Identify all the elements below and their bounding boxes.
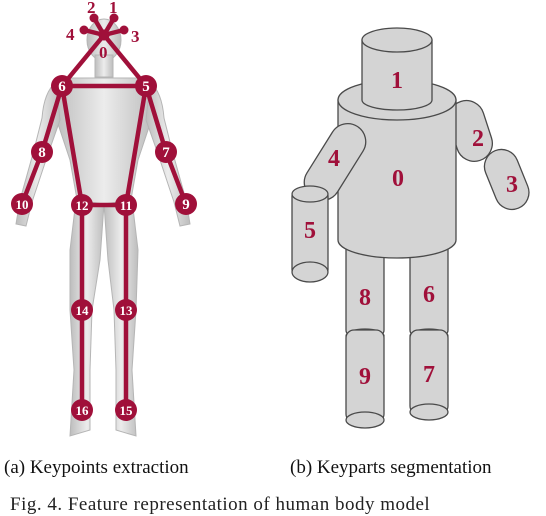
keypoint-15 [115, 399, 137, 421]
keypoint-7 [155, 141, 177, 163]
keypoint-3 [119, 25, 129, 35]
keypoint-5 [135, 75, 157, 97]
keypoint-label-2: 2 [87, 0, 96, 17]
keypart-label-0: 0 [392, 166, 404, 192]
keypoint-13 [115, 299, 137, 321]
silhouette-torso [53, 77, 155, 206]
keypoint-14 [71, 299, 93, 321]
keypoint-label-3: 3 [131, 27, 140, 46]
keypoint-1 [109, 13, 119, 23]
keypart-labels: 0 1 2 3 4 5 6 7 8 9 [304, 68, 518, 390]
keypart-3 [483, 148, 530, 211]
keypoint-0 [98, 29, 110, 41]
silhouette-neck [94, 54, 114, 78]
keypoint-label-5: 5 [142, 79, 150, 95]
keypoint-label-6: 6 [58, 79, 66, 95]
keypart-label-4: 4 [328, 146, 340, 172]
keypart-label-6: 6 [423, 282, 435, 308]
keypart-5 [291, 185, 329, 283]
keypoint-label-7: 7 [162, 145, 170, 161]
keyparts-model [291, 27, 530, 429]
keypoint-11 [115, 194, 137, 216]
keypoint-label-11: 11 [120, 198, 132, 213]
keypoint-label-15: 15 [120, 403, 134, 418]
keypoint-label-13: 13 [120, 303, 134, 318]
keypoint-label-1: 1 [109, 0, 118, 17]
keypart-label-1: 1 [391, 68, 403, 94]
keypart-label-2: 2 [472, 126, 484, 152]
keypoint-label-8: 8 [38, 145, 46, 161]
keypart-0 [337, 99, 457, 259]
body-keypoints [11, 75, 197, 421]
keypoint-label-14: 14 [76, 303, 90, 318]
keypoint-2 [89, 13, 99, 23]
keypoint-6 [51, 75, 73, 97]
keypart-label-3: 3 [506, 172, 518, 198]
keypart-1 [361, 39, 433, 111]
body-keypoint-labels: 5 6 7 8 9 10 11 12 13 14 15 16 [16, 79, 190, 418]
keypoint-label-9: 9 [182, 197, 190, 213]
keypoint-label-0: 0 [99, 43, 108, 62]
keypoint-12 [71, 194, 93, 216]
keypoint-label-10: 10 [16, 197, 29, 212]
keypoint-10 [11, 193, 33, 215]
keypart-label-8: 8 [359, 285, 371, 311]
keypoint-4 [79, 25, 89, 35]
caption-keypoints: (a) Keypoints extraction [4, 457, 189, 478]
caption-keyparts: (b) Keyparts segmentation [290, 457, 492, 478]
head-keypoints [79, 13, 129, 41]
keypoint-label-4: 4 [66, 25, 75, 44]
keypoint-16 [71, 399, 93, 421]
keypart-label-9: 9 [359, 364, 371, 390]
keypoint-8 [31, 141, 53, 163]
keypoint-9 [175, 193, 197, 215]
human-silhouette [15, 18, 191, 437]
keypart-label-5: 5 [304, 218, 316, 244]
keypoint-label-16: 16 [76, 403, 90, 418]
keypart-label-7: 7 [423, 362, 435, 388]
keypoint-label-12: 12 [76, 198, 89, 213]
head-top [361, 27, 433, 53]
figure-caption: Fig. 4. Feature representation of human … [10, 494, 431, 515]
